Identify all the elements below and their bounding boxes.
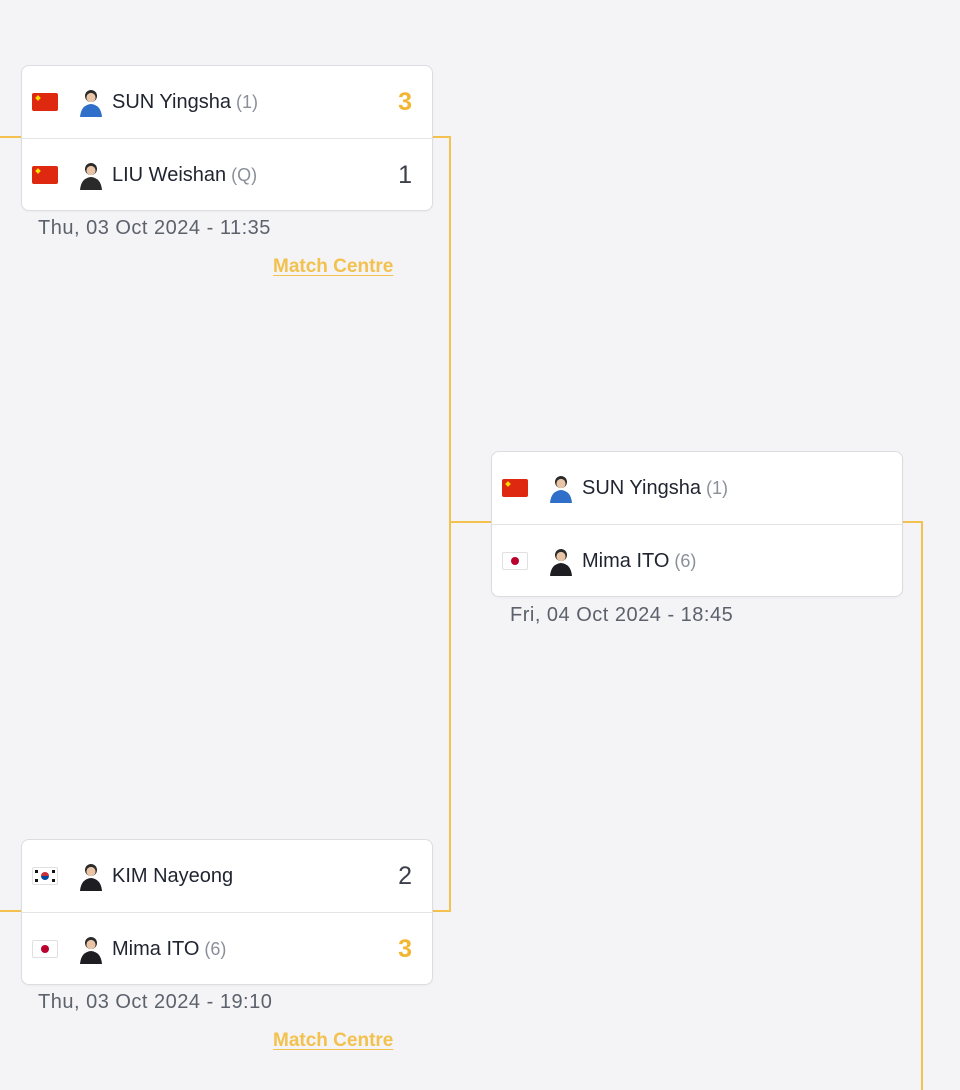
player-score: 1 [398,160,412,189]
player-avatar-icon [80,163,102,190]
player-score: 2 [398,861,412,890]
connector-line [903,521,923,523]
match-datetime: Thu, 03 Oct 2024 - 19:10 [38,991,273,1013]
player-score: 3 [398,87,412,116]
player-row[interactable]: SUN Yingsha (1) 3 [22,66,432,138]
player-name: Mima ITO [112,937,200,960]
china-flag [32,166,58,184]
japan-flag [502,552,528,570]
player-name: KIM Nayeong [112,864,234,887]
connector-line [921,521,923,1090]
match-card[interactable]: SUN Yingsha (1) 3 LIU Weishan (Q) 1 [21,65,433,211]
match-card[interactable]: SUN Yingsha (1) Mima ITO (6) [491,451,903,597]
connector-line [449,136,451,912]
player-name: Mima ITO [582,549,670,572]
player-avatar-icon [550,549,572,576]
player-avatar-icon [80,90,102,117]
connector-line [449,521,491,523]
player-row[interactable]: Mima ITO (6) 3 [22,912,432,984]
japan-flag [32,940,58,958]
player-avatar-icon [80,864,102,891]
match-centre-link[interactable]: Match Centre [273,256,394,277]
china-flag [502,479,528,497]
player-score: 3 [398,934,412,963]
player-row[interactable]: SUN Yingsha (1) [492,452,902,524]
player-seed: (Q) [231,164,258,185]
player-row[interactable]: KIM Nayeong 2 [22,840,432,912]
player-avatar-icon [550,476,572,503]
player-avatar-icon [80,937,102,964]
player-seed: (1) [235,91,258,112]
player-seed: (1) [705,477,728,498]
match-centre-link[interactable]: Match Centre [273,1030,394,1051]
match-card[interactable]: KIM Nayeong 2 Mima ITO (6) 3 [21,839,433,985]
player-name: LIU Weishan [112,163,227,186]
player-seed: (6) [204,938,227,959]
south-korea-flag [32,867,58,885]
player-row[interactable]: Mima ITO (6) [492,524,902,596]
player-name: SUN Yingsha [112,90,231,113]
china-flag [32,93,58,111]
player-seed: (6) [674,550,697,571]
match-datetime: Thu, 03 Oct 2024 - 11:35 [38,217,271,239]
player-row[interactable]: LIU Weishan (Q) 1 [22,138,432,210]
player-name: SUN Yingsha [582,476,701,499]
match-datetime: Fri, 04 Oct 2024 - 18:45 [510,604,734,626]
